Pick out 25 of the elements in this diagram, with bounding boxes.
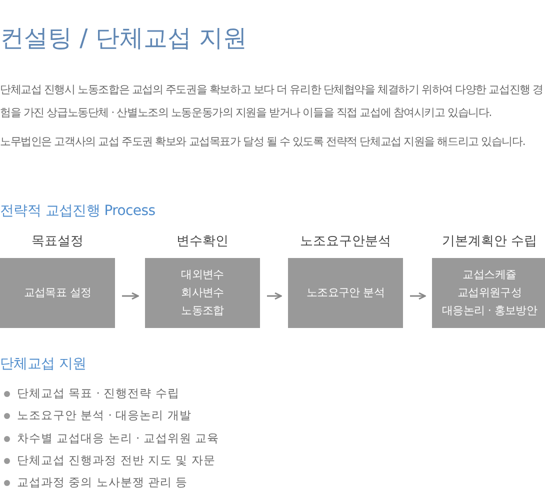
arrow (410, 292, 426, 300)
arrow (122, 292, 139, 300)
list-item: 단체교섭 목표 · 진행전략 수립 (17, 386, 180, 401)
list-item: 단체교섭 진행과정 전반 지도 및 자문 (17, 453, 216, 468)
arrow (267, 292, 282, 300)
paragraph: 단체교섭 진행시 노동조합은 교섭의 주도권을 확보하고 보다 더 유리한 단체협약을 체결하기 위하여 다양한 교섭진행 경험을 가진 상급노동단체 · 산별노조의 노동운동가의 지원을 받거나 이들을 직접 교섭에 참여시키고 있습니다. (0, 82, 544, 121)
paragraph: 노무법인은 고객사의 교섭 주도권 확보와 교섭목표가 달성 될 수 있도록 전략적 단체교섭 지원을 해드리고 있습니다. (0, 134, 526, 150)
step-heading: 목표설정 (30, 233, 84, 250)
page-title: 컨설팅 / 단체교섭 지원 (0, 23, 247, 54)
box-text: 노동조합 (181, 303, 224, 319)
list-item: 노조요구안 분석 · 대응논리 개발 (17, 408, 192, 423)
box-text: 교섭목표 설정 (24, 285, 92, 301)
section-heading: 전략적 교섭진행 Process (0, 202, 156, 220)
box-text: 대응논리 · 홍보방안 (442, 303, 538, 319)
list-item: 차수별 교섭대응 논리 · 교섭위원 교육 (17, 431, 219, 446)
step-heading: 기본계획안 수립 (440, 233, 538, 250)
box-text: 교섭스케쥴 (462, 267, 516, 283)
section-heading: 단체교섭 지원 (0, 355, 86, 373)
box-text: 회사변수 (181, 285, 224, 301)
step-heading: 노조요구안분석 (299, 233, 392, 250)
box-text: 교섭위원구성 (457, 285, 522, 301)
list-item: 교섭과정 중의 노사분쟁 관리 등 (17, 475, 188, 490)
step-heading: 변수확인 (176, 233, 230, 250)
box-text: 대외변수 (181, 267, 224, 283)
box-text: 노조요구안 분석 (306, 285, 385, 301)
